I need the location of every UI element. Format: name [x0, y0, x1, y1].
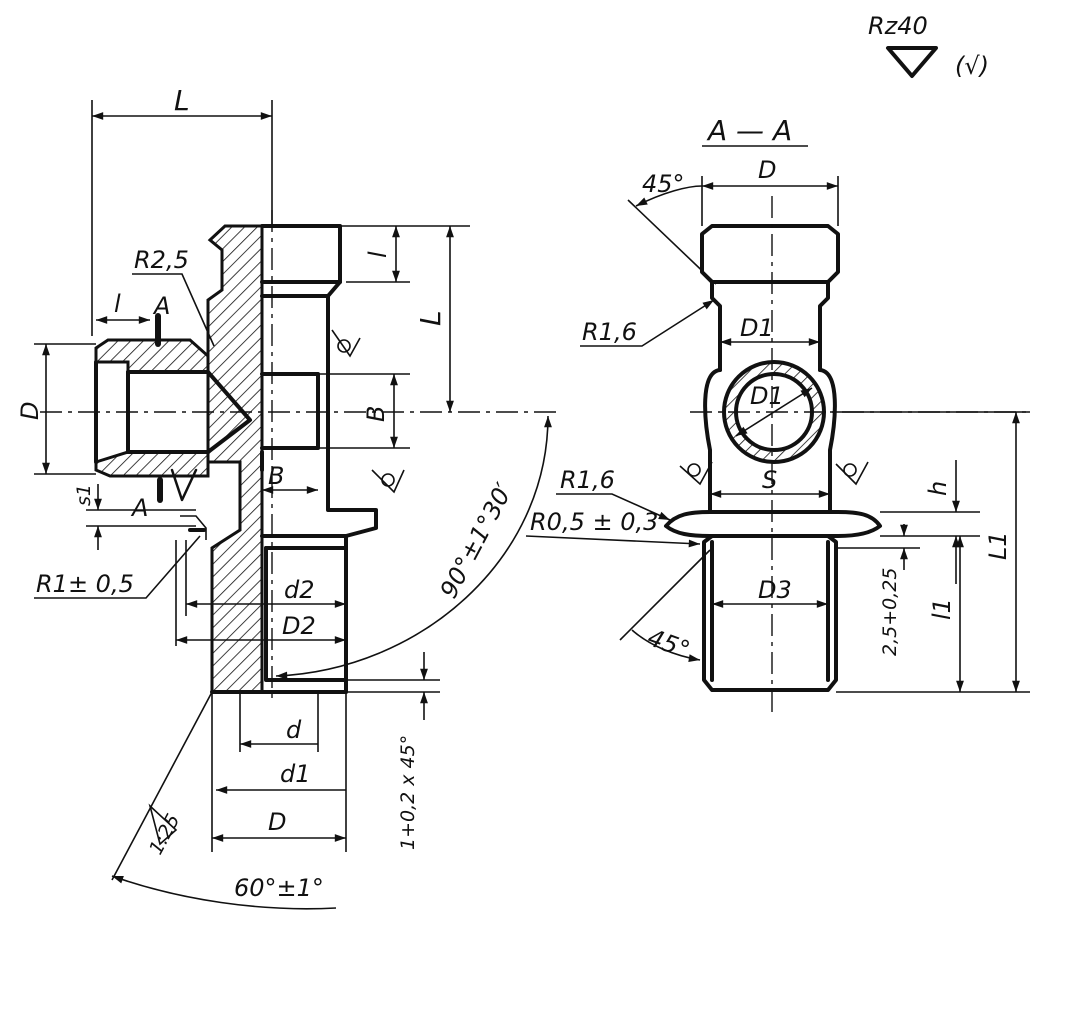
angle-45-bottom: 45°	[644, 623, 694, 664]
angle-60-arc	[111, 875, 337, 910]
dim-s1: s1	[73, 484, 95, 506]
left-seal-lip	[180, 515, 207, 540]
dim-D-left: D	[16, 402, 44, 420]
right-neck-left	[710, 280, 722, 372]
chamfer: 1+0,2 x 45°	[397, 735, 419, 850]
dim-l1: l1	[928, 598, 956, 620]
dim-D3: D3	[758, 576, 792, 604]
dim-L1: L1	[984, 531, 1012, 560]
radius-R1: R1± 0,5	[36, 570, 134, 598]
roughness-circle-3-icon	[687, 463, 701, 477]
radius-R25: R2,5	[134, 246, 189, 274]
roughness-circle-2-icon	[381, 473, 395, 487]
leader-R25	[132, 273, 215, 347]
dim-D-top: D	[758, 156, 776, 184]
angle-60: 60°±1°	[234, 874, 324, 902]
dim-h: h	[924, 481, 952, 496]
dim-D1-circle-line	[735, 387, 813, 437]
taper-symbol-icon	[148, 803, 178, 846]
roughness-mark-4-icon	[835, 461, 869, 486]
section-A-bottom: A	[130, 494, 148, 522]
dim-S: S	[762, 466, 777, 494]
right-bottom-fitting	[702, 534, 838, 692]
left-branch-wall-bottom	[94, 450, 210, 478]
left-view: L l L l R2,5 A A D B	[16, 84, 560, 910]
section-A-top: A	[152, 292, 170, 320]
left-inner-port	[260, 372, 320, 450]
angle-45-top-arc	[635, 185, 703, 207]
dim-D1-upper: D1	[740, 314, 774, 342]
roughness-circle-4-icon	[843, 463, 857, 477]
angle-45-top: 45°	[642, 170, 685, 198]
dim-L-top: L	[174, 84, 190, 117]
dim-d2: d2	[284, 576, 315, 604]
left-branch-cone	[206, 370, 252, 454]
dim-B-right: B	[362, 406, 390, 422]
dim-D1-circle: D1	[750, 382, 784, 410]
roughness-mark-3-icon	[679, 461, 713, 486]
roughness-general: (√)	[955, 52, 989, 80]
right-top-nut	[700, 224, 840, 284]
taper: 1:25	[145, 810, 184, 858]
dim-D2: D2	[282, 612, 316, 640]
left-bottom-thread-body	[264, 546, 348, 682]
angle-90: 90°±1°30′	[435, 478, 519, 603]
dim-B-inner: B	[268, 462, 284, 490]
dim-D-bottom: D	[268, 808, 286, 836]
leader-45-top	[627, 199, 717, 285]
right-view: A — A D 45° R1,6	[525, 114, 1030, 712]
section-title: A — A	[706, 114, 792, 147]
dim-L-right: L	[414, 310, 447, 326]
roughness-triangle-icon	[886, 46, 938, 78]
roughness-symbol: Rz40 (√)	[868, 12, 989, 80]
right-body-left	[703, 368, 722, 498]
dim-l-top: l	[364, 251, 392, 258]
dim-l-left: l	[114, 290, 121, 318]
dim-d: d	[286, 716, 302, 744]
roughness-circle-1-icon	[337, 339, 351, 353]
weld-symbol-icon	[170, 468, 198, 502]
leader-R16-bottom	[556, 493, 671, 521]
roughness-mark-1-icon	[331, 329, 361, 358]
leader-R16-top	[580, 299, 715, 347]
angle-90-arc	[275, 415, 552, 680]
angle-45-bottom-arc	[631, 629, 701, 663]
radius-R16-bottom: R1,6	[560, 466, 615, 494]
leader-R1	[34, 535, 201, 599]
leader-R05	[525, 535, 701, 548]
left-branch-wall-top	[94, 338, 210, 374]
radius-R05: R0,5 ± 0,3	[530, 508, 658, 536]
roughness-value: Rz40	[868, 12, 928, 40]
right-body-right	[818, 368, 837, 498]
right-flange	[664, 510, 882, 538]
dim-d1: d1	[280, 760, 311, 788]
leader-45-bottom	[619, 549, 711, 641]
radius-R16-top: R1,6	[582, 318, 637, 346]
right-neck-right	[818, 280, 830, 372]
left-body-wall	[206, 224, 264, 694]
dim-25: 2,5+0,25	[879, 568, 901, 656]
taper-line	[111, 691, 213, 881]
